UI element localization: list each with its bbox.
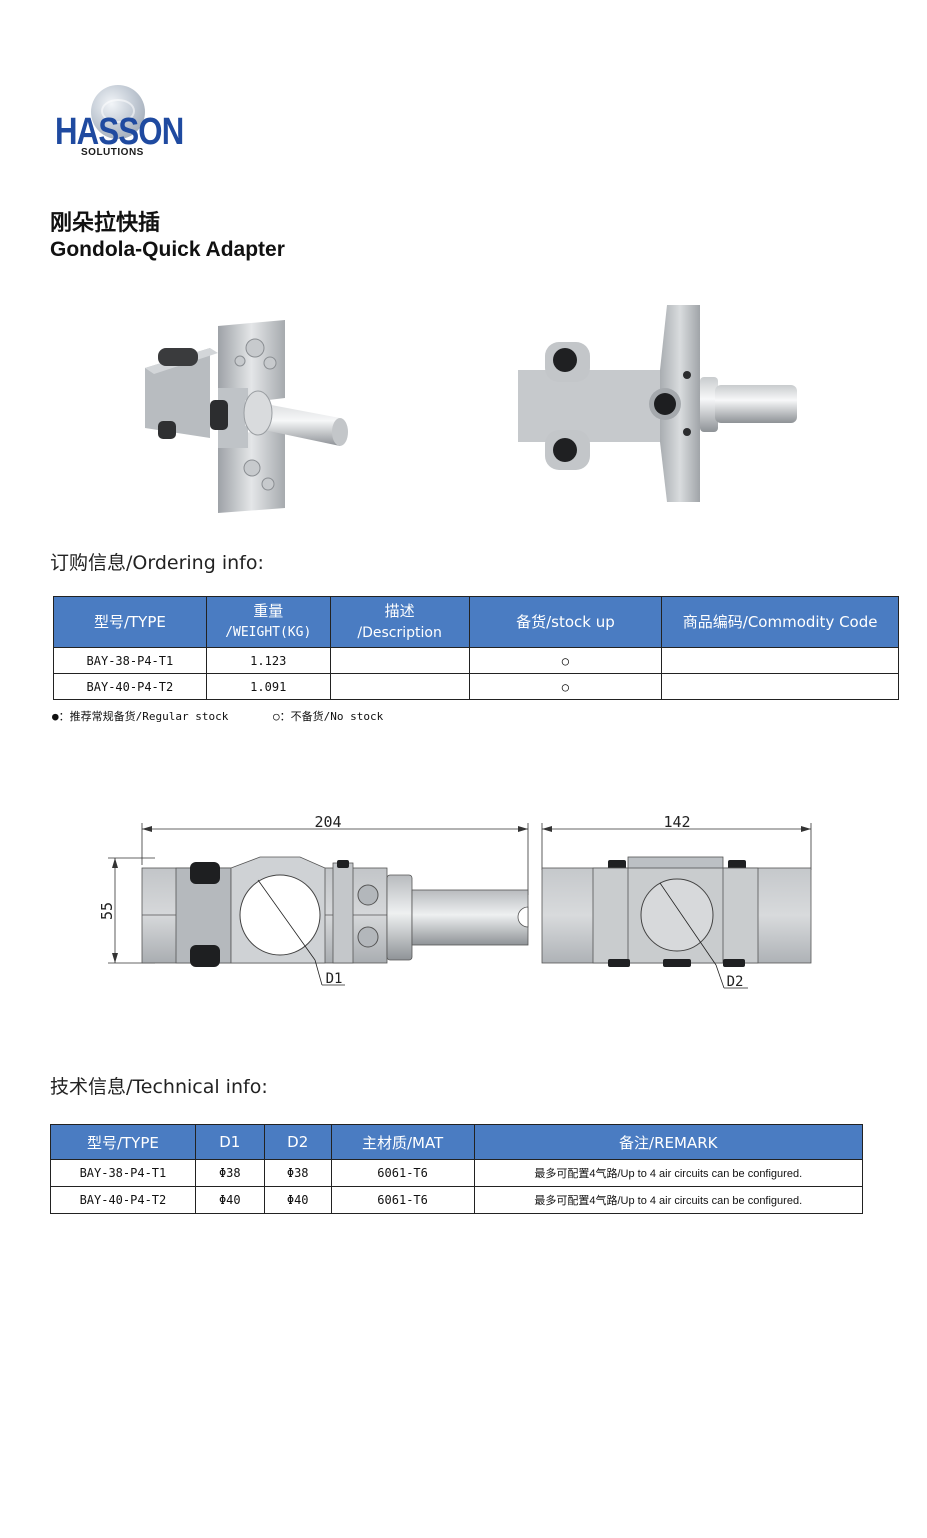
logo-wordmark: HASSON bbox=[55, 111, 184, 153]
header-d2: D2 bbox=[263, 1124, 332, 1160]
header-commodity-code: 商品编码/Commodity Code bbox=[661, 596, 899, 648]
product-title-cn: 刚朵拉快插 bbox=[50, 211, 161, 236]
cell-material: 6061-T6 bbox=[330, 1159, 475, 1187]
cell-type: BAY-38-P4-T1 bbox=[50, 1159, 196, 1187]
dim-d1-label: D1 bbox=[326, 971, 343, 987]
header-material: 主材质/MAT bbox=[330, 1124, 475, 1160]
cell-weight: 1.091 bbox=[205, 673, 331, 700]
cell-remark: 最多可配置4气路/Up to 4 air circuits can be con… bbox=[473, 1159, 863, 1187]
header-description-cn: 描述 bbox=[384, 602, 415, 620]
header-d1: D1 bbox=[194, 1124, 265, 1160]
header-weight-cn: 重量 bbox=[253, 602, 284, 620]
header-description: 描述 /Description bbox=[329, 596, 470, 648]
cell-d2: Φ38 bbox=[263, 1159, 332, 1187]
cell-description bbox=[329, 647, 470, 674]
product-image-isometric bbox=[145, 320, 348, 513]
cell-d2: Φ40 bbox=[263, 1186, 332, 1214]
cell-type: BAY-40-P4-T2 bbox=[53, 673, 207, 700]
table-row: BAY-40-P4-T2 Φ40 Φ40 6061-T6 最多可配置4气路/Up… bbox=[50, 1186, 863, 1214]
table-row: BAY-40-P4-T2 1.091 ○ bbox=[53, 673, 899, 700]
cell-code bbox=[661, 647, 899, 674]
cell-type: BAY-40-P4-T2 bbox=[50, 1186, 196, 1214]
dimension-drawing-front: 204 55 D1 bbox=[100, 813, 529, 987]
technical-header-row: 型号/TYPE D1 D2 主材质/MAT 备注/REMARK bbox=[50, 1124, 863, 1160]
dim-length-label: 204 bbox=[314, 813, 341, 831]
cell-stock: ○ bbox=[468, 673, 663, 700]
table-row: BAY-38-P4-T1 Φ38 Φ38 6061-T6 最多可配置4气路/Up… bbox=[50, 1159, 863, 1187]
header-remark: 备注/REMARK bbox=[473, 1124, 863, 1160]
cell-d1: Φ40 bbox=[194, 1186, 265, 1214]
table-row: BAY-38-P4-T1 1.123 ○ bbox=[53, 647, 899, 674]
cell-d1: Φ38 bbox=[194, 1159, 265, 1187]
legend-regular-stock: ●：推荐常规备货/Regular stock bbox=[52, 710, 229, 723]
stock-legend: ●：推荐常规备货/Regular stock ○：不备货/No stock bbox=[52, 708, 421, 724]
cell-material: 6061-T6 bbox=[330, 1186, 475, 1214]
header-type: 型号/TYPE bbox=[53, 596, 207, 648]
globe-icon bbox=[91, 85, 145, 139]
dim-d2-label: D2 bbox=[727, 974, 744, 990]
cell-type: BAY-38-P4-T1 bbox=[53, 647, 207, 674]
ordering-info-title: 订购信息/Ordering info: bbox=[50, 552, 264, 574]
hasson-logo: HASSON SOLUTIONS bbox=[55, 85, 184, 160]
logo-subtitle: SOLUTIONS bbox=[81, 147, 144, 158]
cell-stock: ○ bbox=[468, 647, 663, 674]
dimension-drawing-side: 142 D2 bbox=[541, 813, 812, 990]
dim-width-label: 142 bbox=[663, 813, 690, 831]
cell-weight: 1.123 bbox=[205, 647, 331, 674]
ordering-table: 型号/TYPE 重量 /WEIGHT(KG) 描述 /Description 备… bbox=[53, 596, 899, 700]
ordering-header-row: 型号/TYPE 重量 /WEIGHT(KG) 描述 /Description 备… bbox=[53, 596, 899, 648]
legend-no-stock: ○：不备货/No stock bbox=[272, 710, 384, 723]
product-title-en: Gondola-Quick Adapter bbox=[50, 238, 285, 261]
cell-description bbox=[329, 673, 470, 700]
header-weight: 重量 /WEIGHT(KG) bbox=[205, 596, 331, 648]
header-description-en: /Description bbox=[357, 625, 442, 641]
header-weight-en: /WEIGHT(KG) bbox=[225, 625, 312, 640]
technical-info-title: 技术信息/Technical info: bbox=[50, 1076, 268, 1098]
header-stock: 备货/stock up bbox=[468, 596, 663, 648]
header-type: 型号/TYPE bbox=[50, 1124, 196, 1160]
cell-remark: 最多可配置4气路/Up to 4 air circuits can be con… bbox=[473, 1186, 863, 1214]
technical-table: 型号/TYPE D1 D2 主材质/MAT 备注/REMARK BAY-38-P… bbox=[50, 1124, 863, 1214]
dim-height-label: 55 bbox=[100, 902, 116, 920]
cell-code bbox=[661, 673, 899, 700]
product-image-side bbox=[518, 305, 797, 502]
